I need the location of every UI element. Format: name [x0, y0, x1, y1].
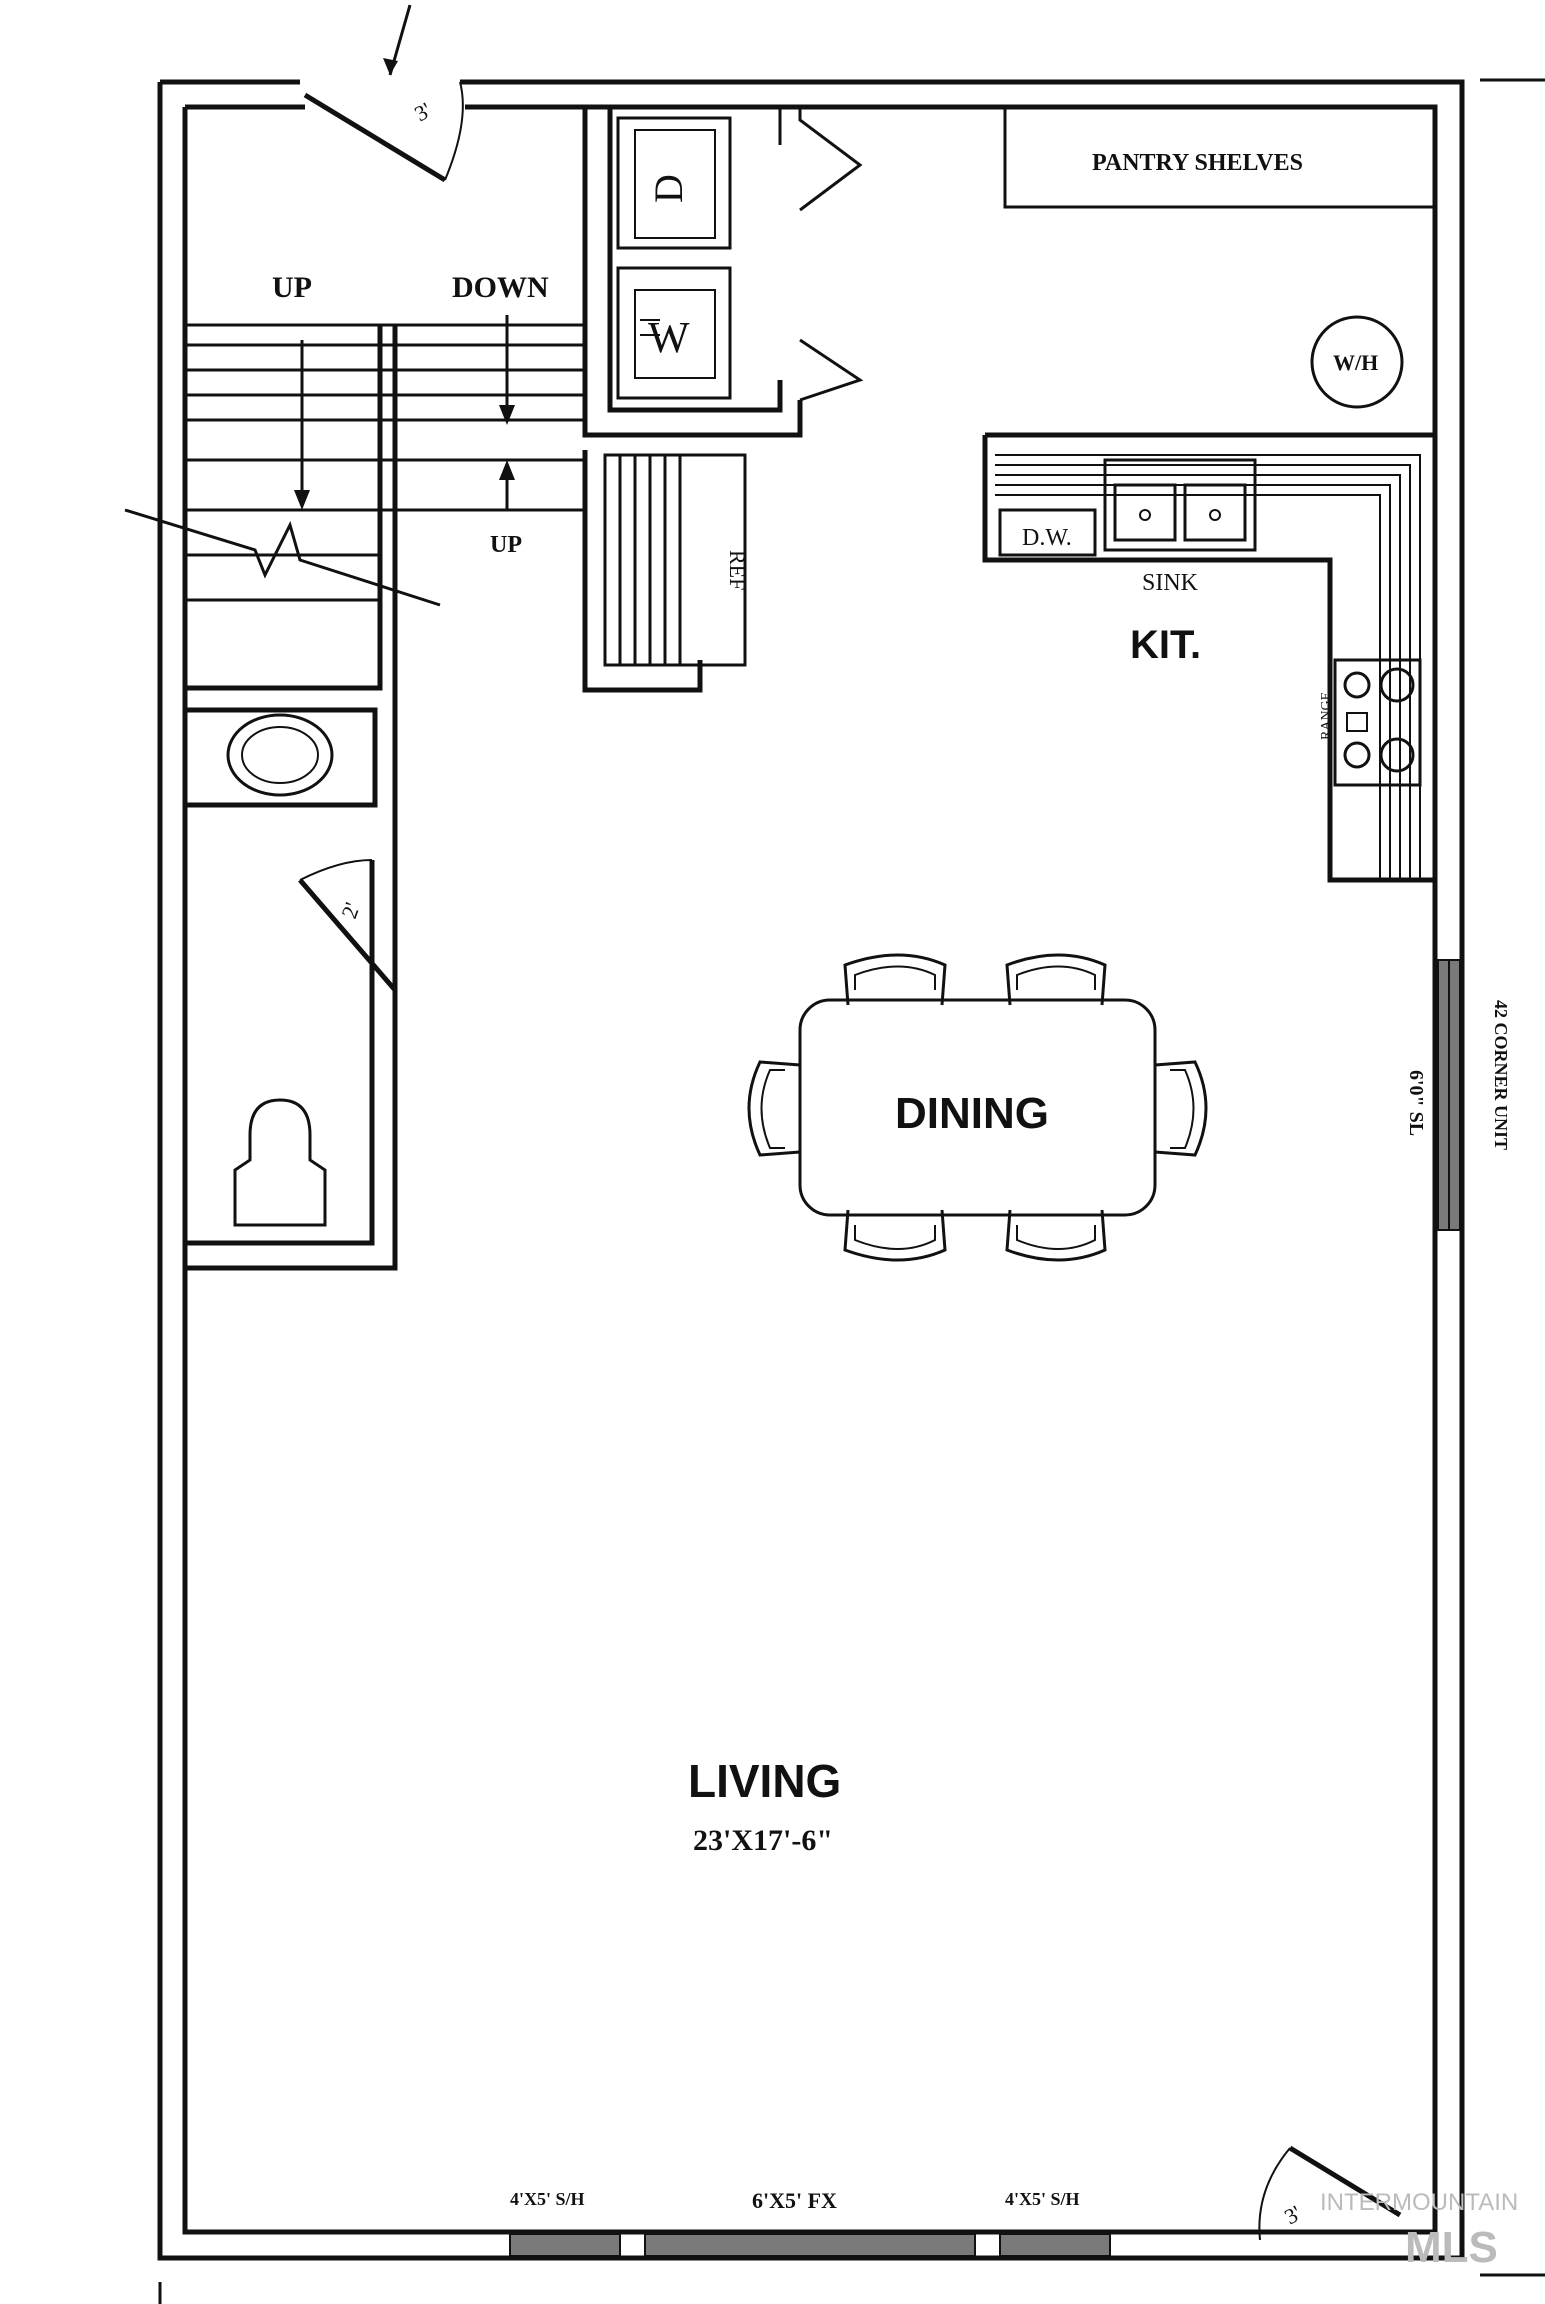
- chair: [1005, 1209, 1107, 1262]
- living-label: LIVING: [688, 1755, 841, 1807]
- dishwasher-label: D.W.: [1022, 525, 1072, 551]
- sink-label: SINK: [1142, 570, 1199, 596]
- chair: [843, 953, 947, 1006]
- water-heater: W/H: [1310, 315, 1404, 409]
- window-bottom-right-label: 4'X5' S/H: [1005, 2189, 1080, 2209]
- watermark-line1: INTERMOUNTAIN: [1320, 2189, 1518, 2216]
- windows-bottom: 4'X5' S/H 6'X5' FX 4'X5' S/H: [509, 2188, 1111, 2257]
- window-bottom-left-label: 4'X5' S/H: [510, 2189, 585, 2209]
- pantry-label: PANTRY SHELVES: [1092, 150, 1303, 176]
- window-bottom-center-label: 6'X5' FX: [752, 2188, 837, 2213]
- refrigerator-label: REF: [725, 550, 750, 590]
- toilet-icon: [233, 1098, 327, 1227]
- pantry: PANTRY SHELVES: [1003, 105, 1437, 209]
- door-bottom-label: 3': [1280, 2200, 1305, 2229]
- stair-up-lower-label: UP: [490, 532, 522, 558]
- dishwasher-box: [998, 508, 1097, 557]
- entry-door-top: 3': [303, 4, 464, 183]
- dryer-box: [616, 116, 732, 250]
- chair: [843, 1209, 947, 1262]
- bath-sink-icon: [226, 713, 334, 797]
- door-half-bath-label: 2': [336, 899, 365, 922]
- stair-up-label: UP: [272, 271, 312, 304]
- water-heater-icon: [1310, 315, 1404, 409]
- chair: [1005, 953, 1107, 1006]
- watermark: INTERMOUNTAIN MLS: [1320, 2189, 1518, 2272]
- laundry: D W: [582, 107, 864, 438]
- kitchen-counter: D.W. SINK RANGE KIT.: [982, 432, 1435, 883]
- refrigerator: REF: [582, 450, 750, 693]
- half-bath: 2': [185, 707, 398, 1271]
- window-right: 6'0" SL 42 CORNER UNIT: [1405, 959, 1511, 1231]
- window-right-label-b: 42 CORNER UNIT: [1491, 1000, 1511, 1150]
- table-top: [798, 998, 1157, 1217]
- dining-label: DINING: [895, 1089, 1049, 1138]
- stairs: UP DOWN UP: [124, 271, 585, 860]
- water-heater-label: W/H: [1333, 350, 1378, 375]
- kitchen-sink-icon: [1103, 458, 1257, 552]
- dryer-label: D: [646, 174, 691, 203]
- door-top-label: 3': [410, 97, 435, 126]
- watermark-line2: MLS: [1405, 2223, 1498, 2272]
- washer-label: W: [648, 313, 690, 362]
- dining-table: DINING: [747, 953, 1208, 1262]
- exterior-walls: [157, 78, 1545, 2304]
- range-box: [1333, 658, 1422, 787]
- chair: [747, 1060, 801, 1157]
- washer-box: [616, 266, 732, 400]
- chair: [1154, 1060, 1208, 1157]
- kitchen-label: KIT.: [1130, 623, 1201, 667]
- living-room: LIVING 23'X17'-6": [688, 1755, 841, 1857]
- stair-down-label: DOWN: [452, 271, 549, 304]
- window-right-label-a: 6'0" SL: [1405, 1070, 1427, 1136]
- living-dims-label: 23'X17'-6": [693, 1824, 833, 1857]
- range-label: RANGE: [1319, 692, 1334, 740]
